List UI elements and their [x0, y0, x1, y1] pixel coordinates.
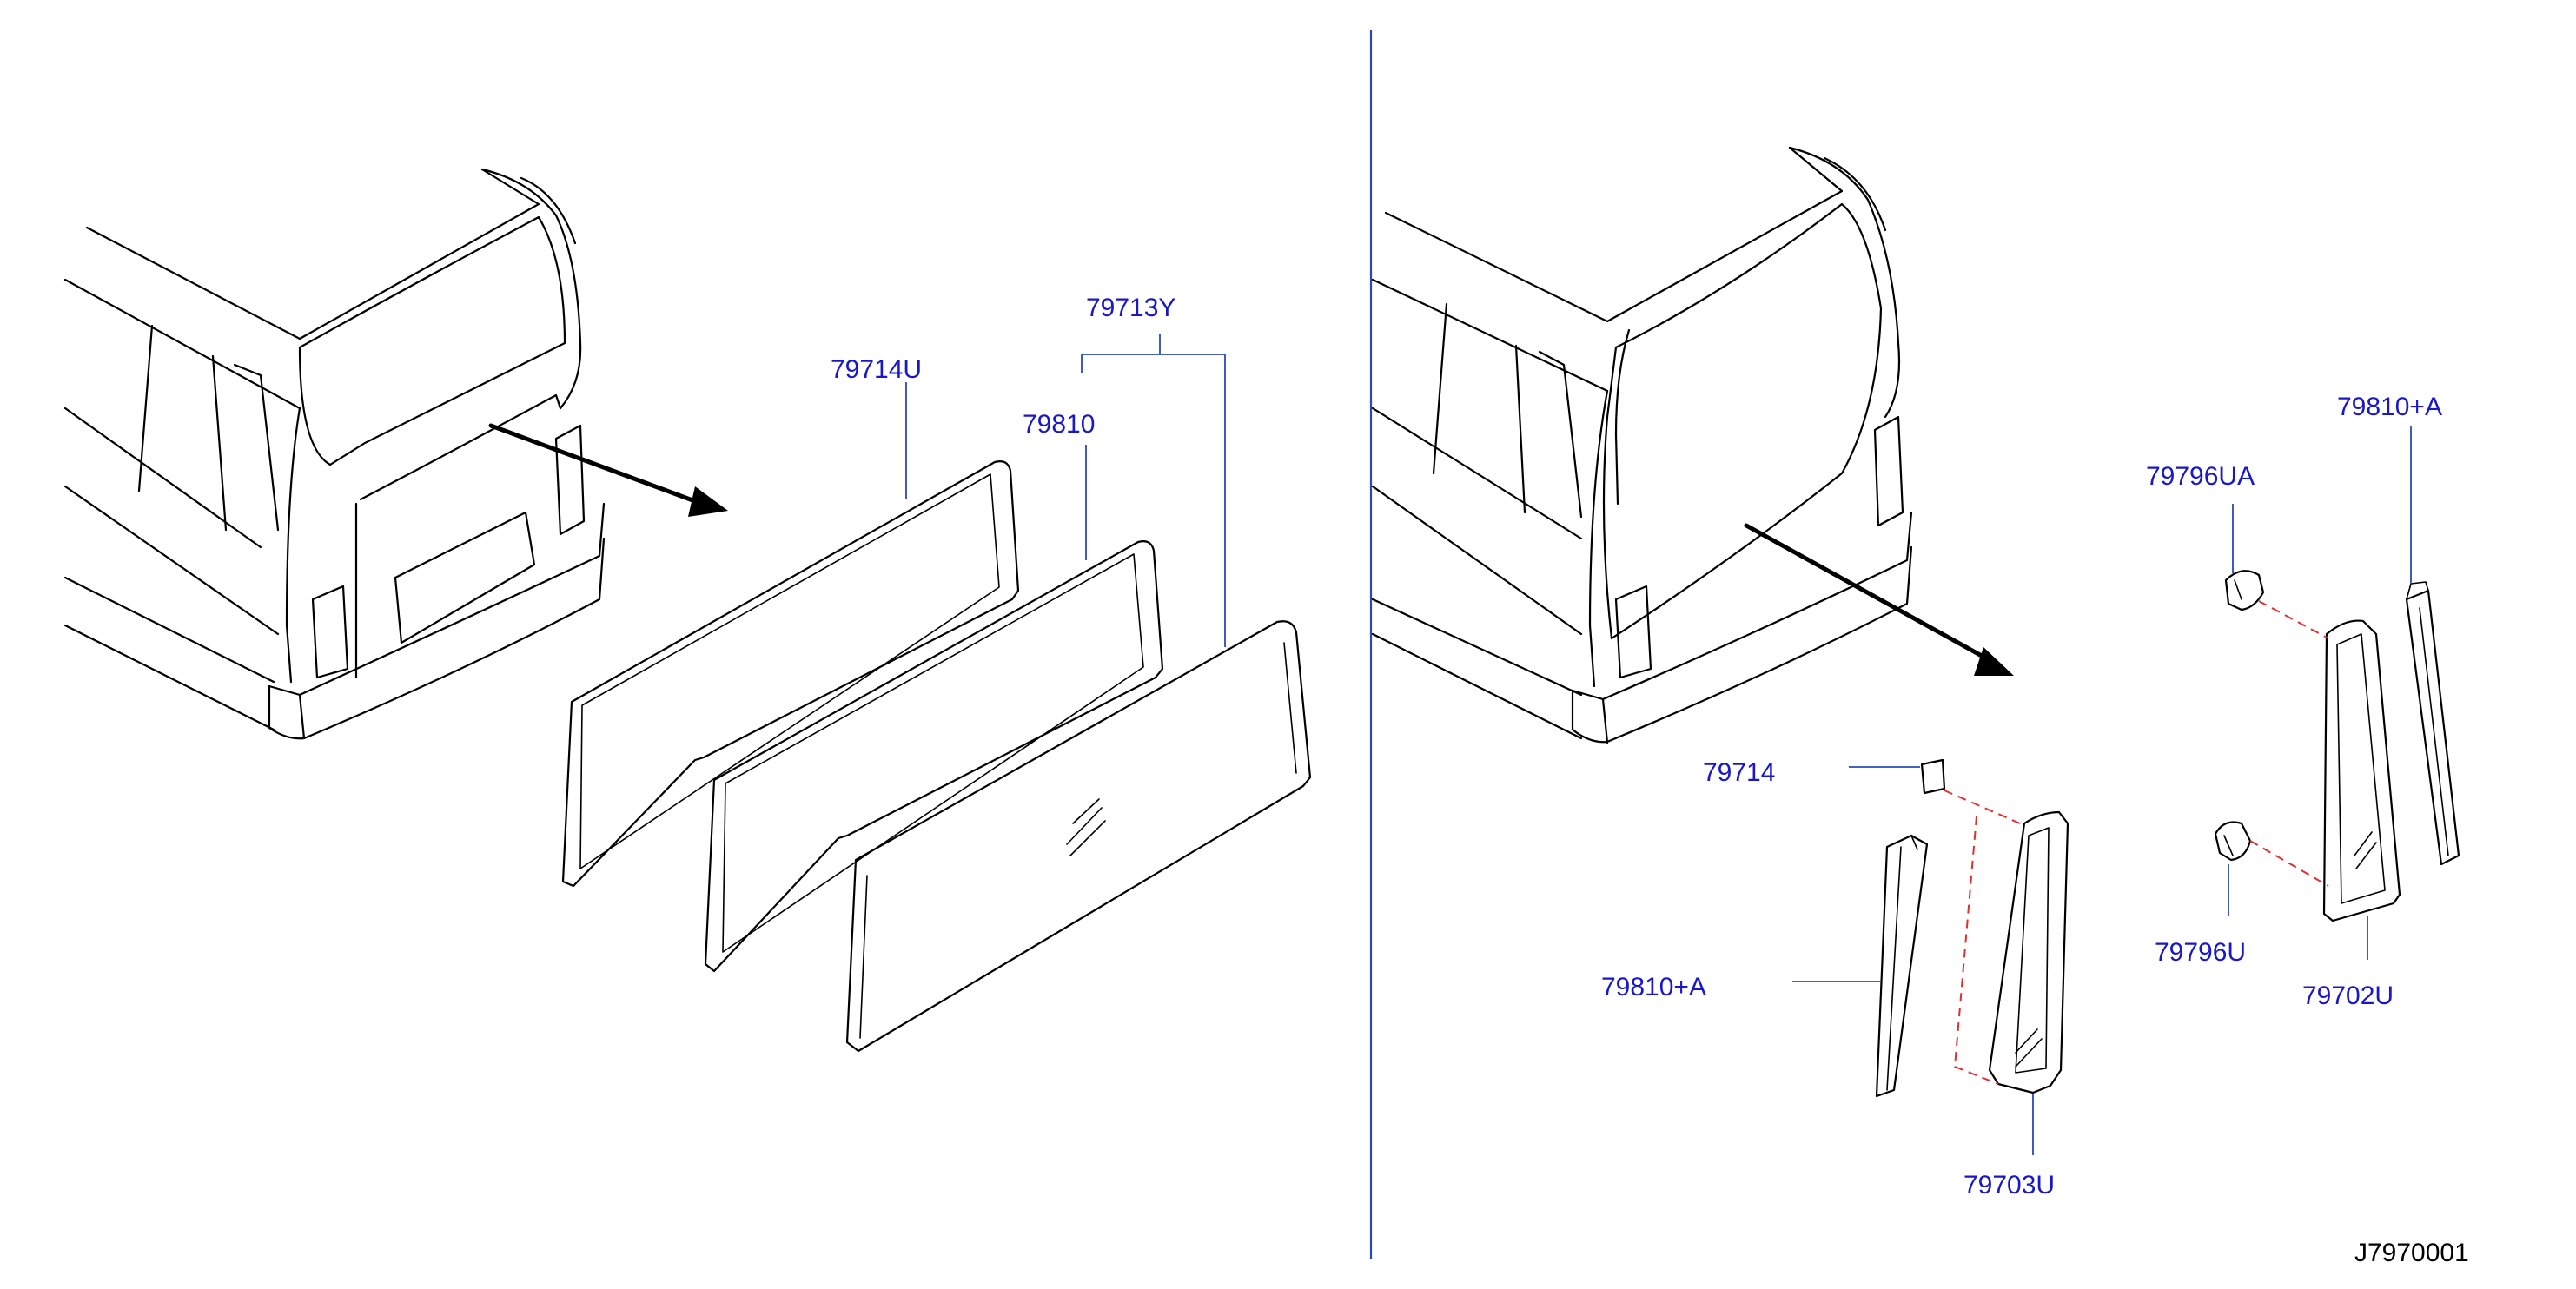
- clip-79796UA-part: [2224, 570, 2265, 611]
- label-79796UA: 79796UA: [2146, 462, 2255, 491]
- leaders-left: [905, 334, 1226, 647]
- glass-molding-79714U: [561, 460, 1020, 888]
- label-79810A-top: 79810+A: [2337, 393, 2442, 421]
- molding-79810A-right: [2405, 581, 2460, 866]
- assembly-dash-lower: [1944, 790, 2021, 1085]
- van-rear-left: [63, 168, 728, 740]
- back-door-glass-79713Y: [845, 620, 1312, 1053]
- label-79796U: 79796U: [2155, 938, 2246, 967]
- label-79810: 79810: [1023, 410, 1095, 439]
- label-79703U: 79703U: [1963, 1171, 2055, 1200]
- diagram-code: J7970001: [2354, 1239, 2469, 1267]
- seal-79810: [704, 540, 1164, 973]
- label-79702U: 79702U: [2302, 982, 2394, 1010]
- clip-79714-part: [1920, 758, 1946, 795]
- label-79714: 79714: [1703, 758, 1775, 787]
- label-79714U: 79714U: [831, 355, 922, 384]
- quarter-glass-79702U: [2322, 619, 2401, 922]
- label-79713Y: 79713Y: [1086, 294, 1175, 322]
- molding-79810A-left: [1875, 834, 1929, 1098]
- van-rear-right: [1371, 146, 2014, 744]
- assembly-dash-upper: [2249, 600, 2329, 887]
- leaders-right: [1792, 426, 2412, 1155]
- label-79810A-left: 79810+A: [1601, 973, 1706, 1001]
- clip-79796U-part: [2214, 821, 2252, 862]
- quarter-glass-79703U: [1988, 810, 2069, 1094]
